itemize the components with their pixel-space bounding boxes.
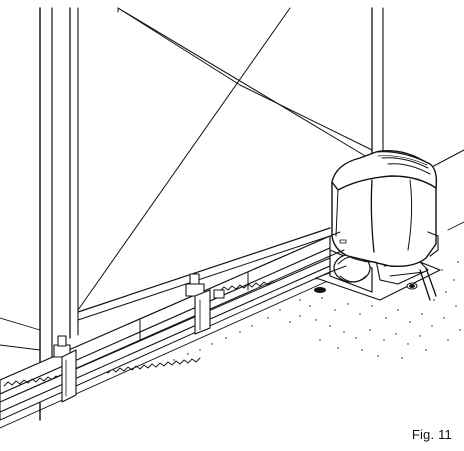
gravel-texture <box>173 261 461 361</box>
gear-rack <box>0 235 331 403</box>
ground-lines <box>0 149 464 351</box>
rack-clamp-1 <box>53 335 77 403</box>
gate-motor-unit <box>173 149 461 361</box>
rack-clamp-2 <box>185 273 225 335</box>
rail-end-lines <box>329 231 347 273</box>
figure-caption: Fig. 11 <box>411 427 452 442</box>
guide-rail <box>0 257 331 429</box>
sliding-gate <box>39 7 384 421</box>
